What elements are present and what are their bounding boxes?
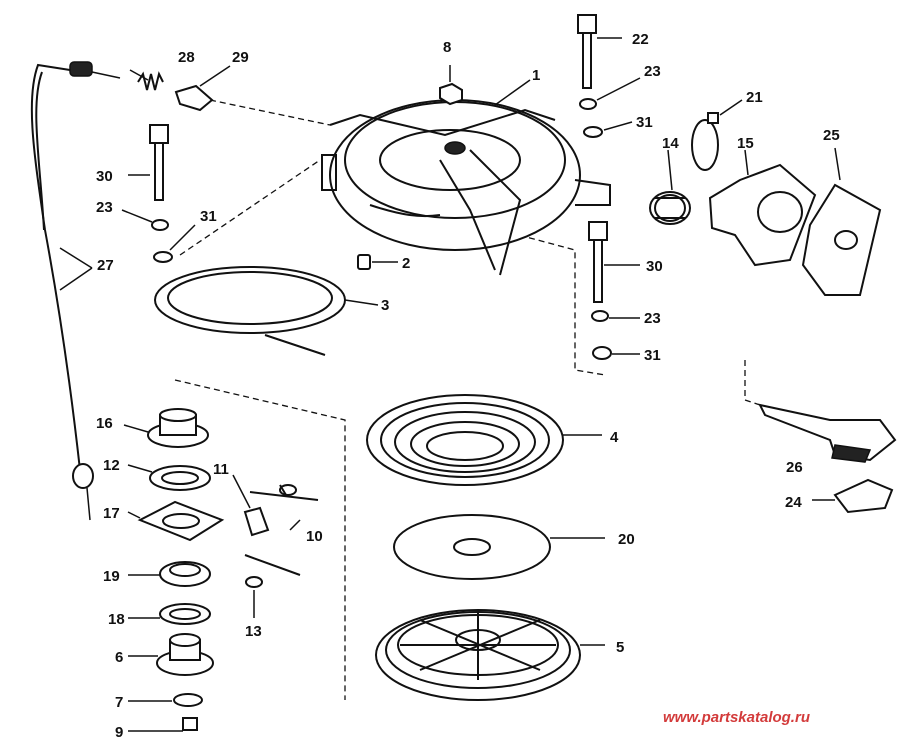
- part-21-clamp: [691, 99, 743, 171]
- part-18-o-ring: [128, 603, 211, 625]
- callout-24: 24: [785, 494, 802, 511]
- callout-9: 9: [115, 724, 123, 741]
- part-2-pin: [357, 254, 398, 270]
- part-6-hub: [128, 633, 214, 676]
- assembly-guide-lines: [174, 99, 761, 700]
- callout-13: 13: [245, 623, 262, 640]
- callout-20: 20: [618, 531, 635, 548]
- part-31-washer-top: [583, 121, 633, 138]
- callout-23-top: 23: [644, 63, 661, 80]
- part-9-screw: [128, 717, 198, 732]
- callout-25: 25: [823, 127, 840, 144]
- part-29-cap: [174, 84, 214, 112]
- part-27-bracket: [59, 247, 93, 291]
- part-22-bolt: [577, 14, 622, 89]
- callout-28: 28: [178, 49, 195, 66]
- part-7-washer: [128, 693, 203, 707]
- part-31-washer-left: [153, 224, 196, 263]
- part-30-bolt-right: [588, 221, 640, 303]
- callout-31-top: 31: [636, 114, 653, 131]
- part-30-bolt-left: [128, 124, 169, 201]
- callout-30-right: 30: [646, 258, 663, 275]
- callout-12: 12: [103, 457, 120, 474]
- callout-27: 27: [97, 257, 114, 274]
- part-24-anchor: [812, 478, 894, 514]
- part-1-housing: [321, 99, 611, 276]
- part-16-cup: [123, 408, 209, 448]
- part-27-cable: [30, 61, 121, 521]
- part-13-washer: [245, 576, 263, 618]
- part-5-pulley: [375, 609, 605, 701]
- part-28-spring: [137, 71, 164, 91]
- callout-4: 4: [610, 429, 619, 446]
- part-31-washer-right: [592, 346, 640, 360]
- part-25-cover: [801, 147, 882, 296]
- part-19-seal: [128, 561, 211, 587]
- callout-22: 22: [632, 31, 649, 48]
- part-11-pawl: [232, 474, 270, 537]
- callout-16: 16: [96, 415, 113, 432]
- part-10-springs: [244, 484, 319, 576]
- callout-31-left: 31: [200, 208, 217, 225]
- callout-5: 5: [616, 639, 624, 656]
- callout-31-right: 31: [644, 347, 661, 364]
- callout-leaders: [129, 65, 531, 106]
- callout-8: 8: [443, 39, 451, 56]
- part-23-washer-top: [579, 77, 641, 110]
- callout-30-left: 30: [96, 168, 113, 185]
- part-23-washer-right: [591, 310, 640, 322]
- callout-18: 18: [108, 611, 125, 628]
- callout-2: 2: [402, 255, 410, 272]
- callout-3: 3: [381, 297, 389, 314]
- part-8-nut: [439, 65, 463, 106]
- part-20-disc: [393, 514, 605, 580]
- callout-1: 1: [532, 67, 540, 84]
- part-23-washer-left: [121, 209, 169, 231]
- callout-10: 10: [306, 528, 323, 545]
- callout-21: 21: [746, 89, 763, 106]
- callout-23-right: 23: [644, 310, 661, 327]
- part-14-spring: [649, 149, 691, 225]
- callout-7: 7: [115, 694, 123, 711]
- callout-23-left: 23: [96, 199, 113, 216]
- callout-17: 17: [103, 505, 120, 522]
- callout-26: 26: [786, 459, 803, 476]
- callout-numbers: 1 2 3 4 5 6 7 8 9 10 11 12 13 14 15 16 1…: [96, 31, 840, 741]
- watermark: www.partskatalog.ru: [663, 709, 810, 726]
- part-26-handle: [758, 403, 897, 463]
- callout-14: 14: [662, 135, 679, 152]
- callout-15: 15: [737, 135, 754, 152]
- callout-29: 29: [232, 49, 249, 66]
- callout-19: 19: [103, 568, 120, 585]
- part-12-ring: [127, 464, 211, 491]
- part-15-boot: [708, 149, 817, 267]
- callout-11: 11: [213, 461, 229, 478]
- part-4-recoil-spring: [366, 394, 602, 486]
- callout-6: 6: [115, 649, 123, 666]
- part-3-rope: [154, 266, 379, 356]
- part-17-gasket: [127, 500, 225, 542]
